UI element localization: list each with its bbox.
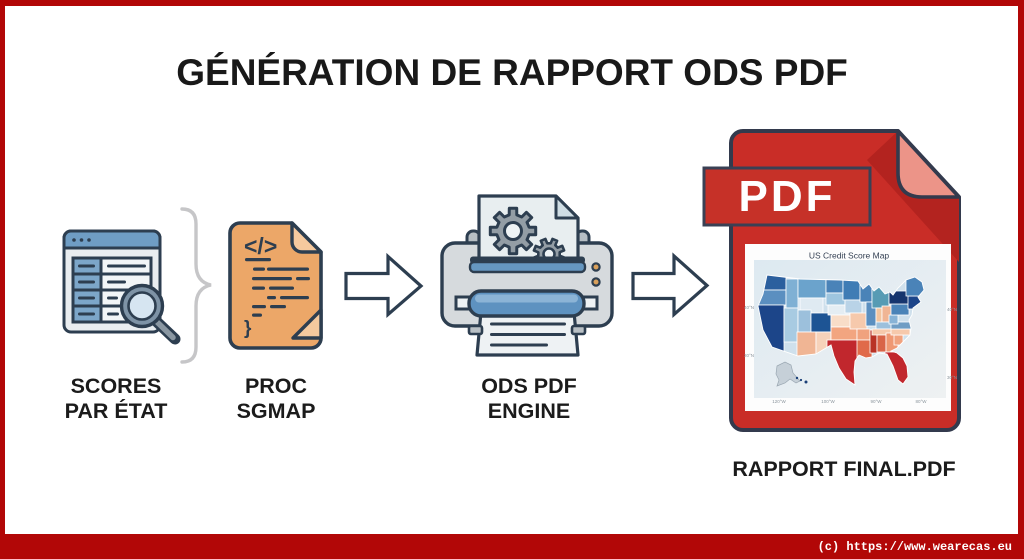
svg-text:40°N: 40°N xyxy=(744,305,754,310)
svg-text:120°W: 120°W xyxy=(772,399,786,404)
svg-text:PDF: PDF xyxy=(739,172,836,221)
svg-text:40°N: 40°N xyxy=(947,307,957,312)
svg-text:}: } xyxy=(244,318,252,339)
svg-text:30°N: 30°N xyxy=(744,353,754,358)
svg-text:100°W: 100°W xyxy=(821,399,835,404)
svg-text:30°N: 30°N xyxy=(947,375,957,380)
svg-text:90°W: 90°W xyxy=(870,399,882,404)
svg-text:</>: </> xyxy=(244,233,277,259)
svg-text:US Credit Score Map: US Credit Score Map xyxy=(809,251,890,261)
svg-text:80°W: 80°W xyxy=(915,399,927,404)
